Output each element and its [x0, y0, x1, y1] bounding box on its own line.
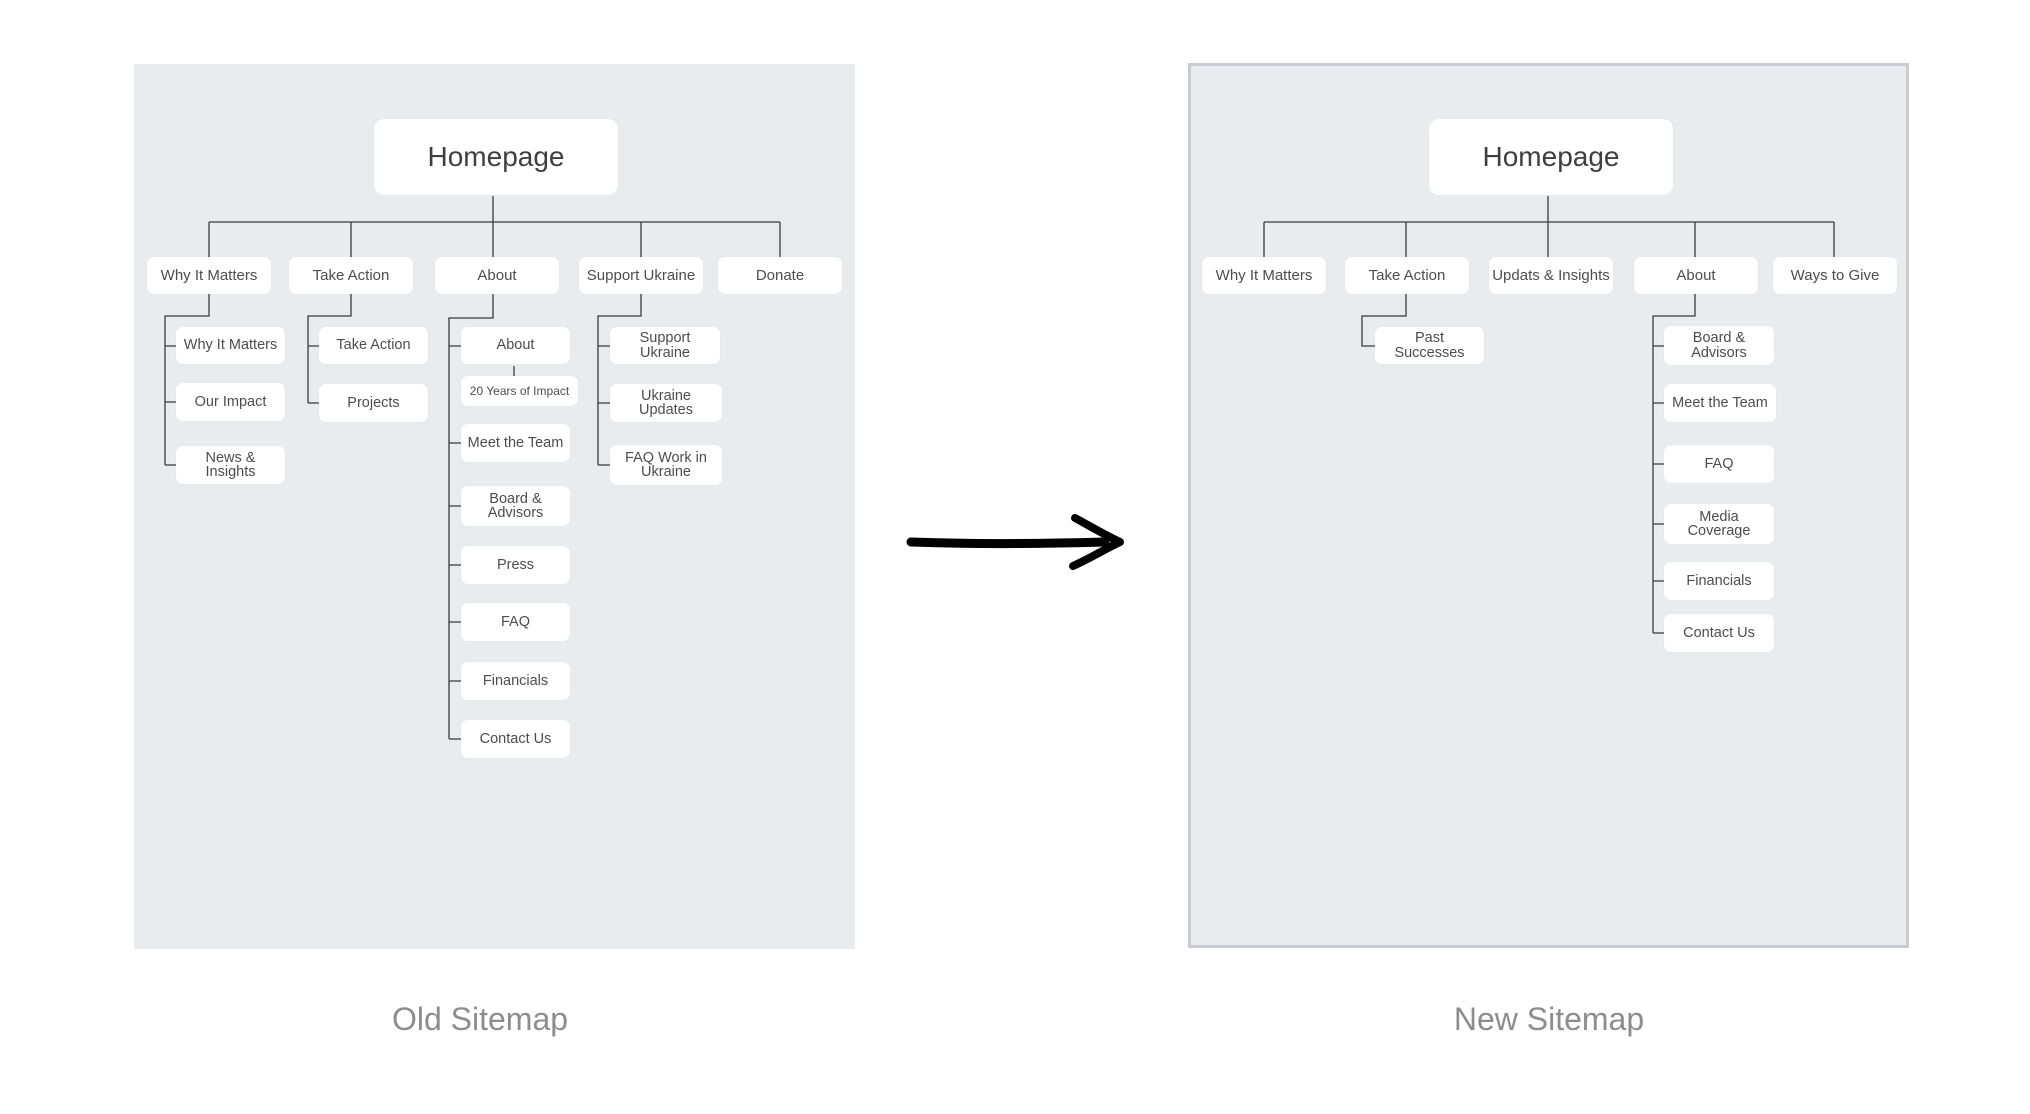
old-child-faq-work-in-ukraine: FAQ Work in Ukraine — [610, 445, 722, 485]
new-child-board-advisors: Board & Advisors — [1664, 326, 1774, 365]
old-child-press: Press — [461, 546, 570, 584]
new-child-past-successes: Past Successes — [1375, 327, 1484, 364]
old-node-donate: Donate — [718, 257, 842, 294]
old-child-financials: Financials — [461, 662, 570, 700]
new-sitemap-caption: New Sitemap — [1453, 1001, 1645, 1037]
old-homepage-node: Homepage — [374, 119, 618, 195]
new-node-updates-insights: Updats & Insights — [1489, 257, 1613, 294]
old-sitemap-caption: Old Sitemap — [391, 1001, 569, 1037]
new-node-ways-to-give: Ways to Give — [1773, 257, 1897, 294]
old-child-our-impact: Our Impact — [176, 383, 285, 421]
old-child-ukraine-updates: Ukraine Updates — [610, 384, 722, 422]
old-node-about: About — [435, 257, 559, 294]
old-child-about: About — [461, 327, 570, 364]
new-child-financials: Financials — [1664, 562, 1774, 600]
old-node-why-it-matters: Why It Matters — [147, 257, 271, 294]
old-child-take-action: Take Action — [319, 327, 428, 364]
new-homepage-node: Homepage — [1429, 119, 1673, 195]
old-node-take-action: Take Action — [289, 257, 413, 294]
old-child-support-ukraine: Support Ukraine — [610, 327, 720, 364]
old-child-20-years-of-impact: 20 Years of Impact — [461, 376, 578, 406]
right-arrow-icon — [906, 514, 1124, 570]
old-child-meet-the-team: Meet the Team — [461, 424, 570, 462]
old-node-support-ukraine: Support Ukraine — [579, 257, 703, 294]
new-node-why-it-matters: Why It Matters — [1202, 257, 1326, 294]
old-child-news-insights: News & Insights — [176, 446, 285, 484]
new-child-meet-the-team: Meet the Team — [1664, 384, 1776, 422]
old-child-board-advisors: Board & Advisors — [461, 486, 570, 526]
old-child-contact-us: Contact Us — [461, 720, 570, 758]
new-child-media-coverage: Media Coverage — [1664, 504, 1774, 544]
new-node-about: About — [1634, 257, 1758, 294]
new-child-faq: FAQ — [1664, 445, 1774, 483]
new-child-contact-us: Contact Us — [1664, 614, 1774, 652]
new-node-take-action: Take Action — [1345, 257, 1469, 294]
old-child-faq: FAQ — [461, 603, 570, 641]
old-child-why-it-matters: Why It Matters — [176, 327, 285, 364]
old-child-projects: Projects — [319, 384, 428, 422]
